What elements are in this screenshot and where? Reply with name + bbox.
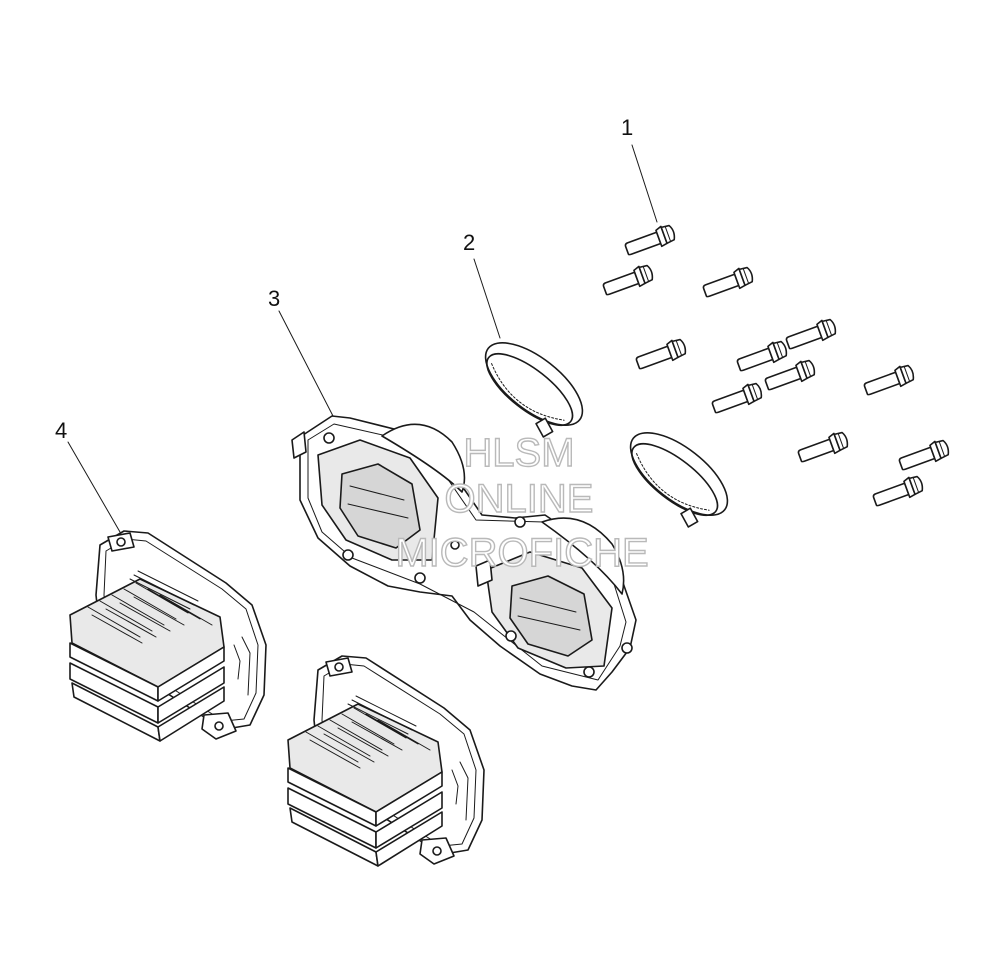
bolt [795, 429, 851, 466]
bolt [700, 264, 756, 301]
bolt [600, 262, 656, 299]
bolt [870, 473, 926, 510]
watermark-line-1: HLSM [463, 431, 574, 475]
callout-4: 4 [55, 418, 67, 443]
watermark-line-2: ONLINE [445, 477, 594, 521]
bolt [709, 380, 765, 417]
watermark-line-3: MICROFICHE [395, 531, 648, 575]
reed-valve-block [287, 655, 485, 867]
bolt [896, 437, 952, 474]
hose-clamp [629, 432, 729, 528]
callout-2: 2 [463, 230, 475, 255]
bolt [783, 316, 839, 353]
watermark: HLSM ONLINE MICROFICHE [395, 430, 650, 575]
reed-valve-block [69, 530, 267, 742]
bolt [762, 357, 818, 394]
leader-lines [67, 144, 658, 533]
bolt [734, 338, 790, 375]
hose-clamp [484, 342, 584, 438]
callout-1: 1 [621, 115, 633, 140]
bolt [633, 336, 689, 373]
bolt [622, 222, 678, 259]
bolt [861, 362, 917, 399]
intake-manifold [291, 415, 637, 691]
callout-3: 3 [268, 286, 280, 311]
